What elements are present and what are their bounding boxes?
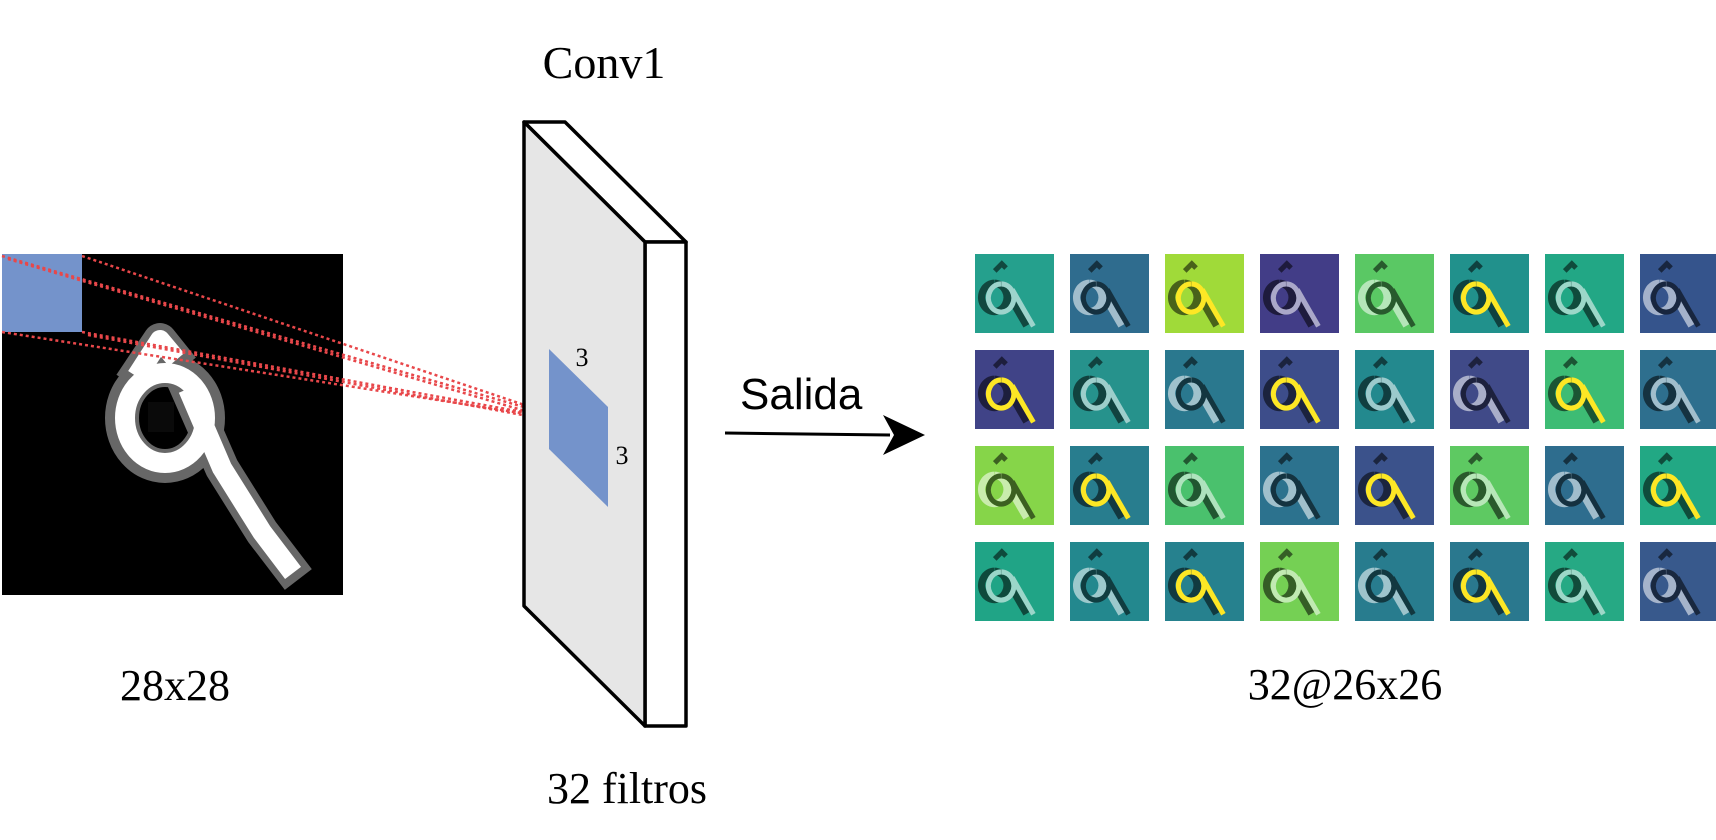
filter-count-label: 32 filtros	[547, 764, 707, 813]
feature-map-24	[1640, 446, 1716, 525]
conv-kernel	[549, 349, 608, 507]
feature-map-7	[1545, 254, 1624, 333]
input-kernel-window	[2, 254, 82, 332]
feature-map-21	[1355, 446, 1434, 525]
slab-side-face	[643, 240, 688, 728]
feature-map-28	[1260, 542, 1339, 621]
feature-map-12	[1260, 350, 1339, 429]
feature-map-3	[1165, 254, 1244, 333]
feature-map-20	[1260, 446, 1339, 525]
feature-map-9	[975, 350, 1054, 429]
feature-map-25	[975, 542, 1054, 621]
feature-map-2	[1070, 254, 1149, 333]
arrow-label: Salida	[740, 370, 863, 419]
feature-map-26	[1070, 542, 1149, 621]
feature-map-6	[1450, 254, 1529, 333]
feature-map-23	[1545, 446, 1624, 525]
feature-map-8	[1640, 254, 1716, 333]
feature-map-18	[1070, 446, 1149, 525]
feature-map-15	[1545, 350, 1624, 429]
feature-map-11	[1165, 350, 1244, 429]
feature-map-17	[975, 446, 1054, 525]
output-size-label: 32@26x26	[1248, 660, 1443, 709]
receptive-field-lines	[1, 254, 573, 425]
feature-map-27	[1165, 542, 1244, 621]
input-image	[2, 254, 343, 595]
feature-map-22	[1450, 446, 1529, 525]
feature-map-5	[1355, 254, 1434, 333]
feature-map-10	[1070, 350, 1149, 429]
feature-map-30	[1450, 542, 1529, 621]
kernel-width-label: 3	[576, 343, 589, 372]
feature-map-13	[1355, 350, 1434, 429]
kernel-height-label: 3	[616, 441, 629, 470]
feature-map-19	[1165, 446, 1244, 525]
feature-map-4	[1260, 254, 1339, 333]
input-size-label: 28x28	[120, 661, 230, 710]
feature-map-32	[1640, 542, 1716, 621]
output-arrow	[724, 415, 925, 455]
feature-map-1	[975, 254, 1054, 333]
feature-map-14	[1450, 350, 1529, 429]
digit-nine	[105, 323, 312, 590]
layer-title: Conv1	[543, 37, 666, 88]
feature-map-31	[1545, 542, 1624, 621]
feature-map-16	[1640, 350, 1716, 429]
feature-map-grid	[975, 254, 1716, 621]
feature-map-29	[1355, 542, 1434, 621]
